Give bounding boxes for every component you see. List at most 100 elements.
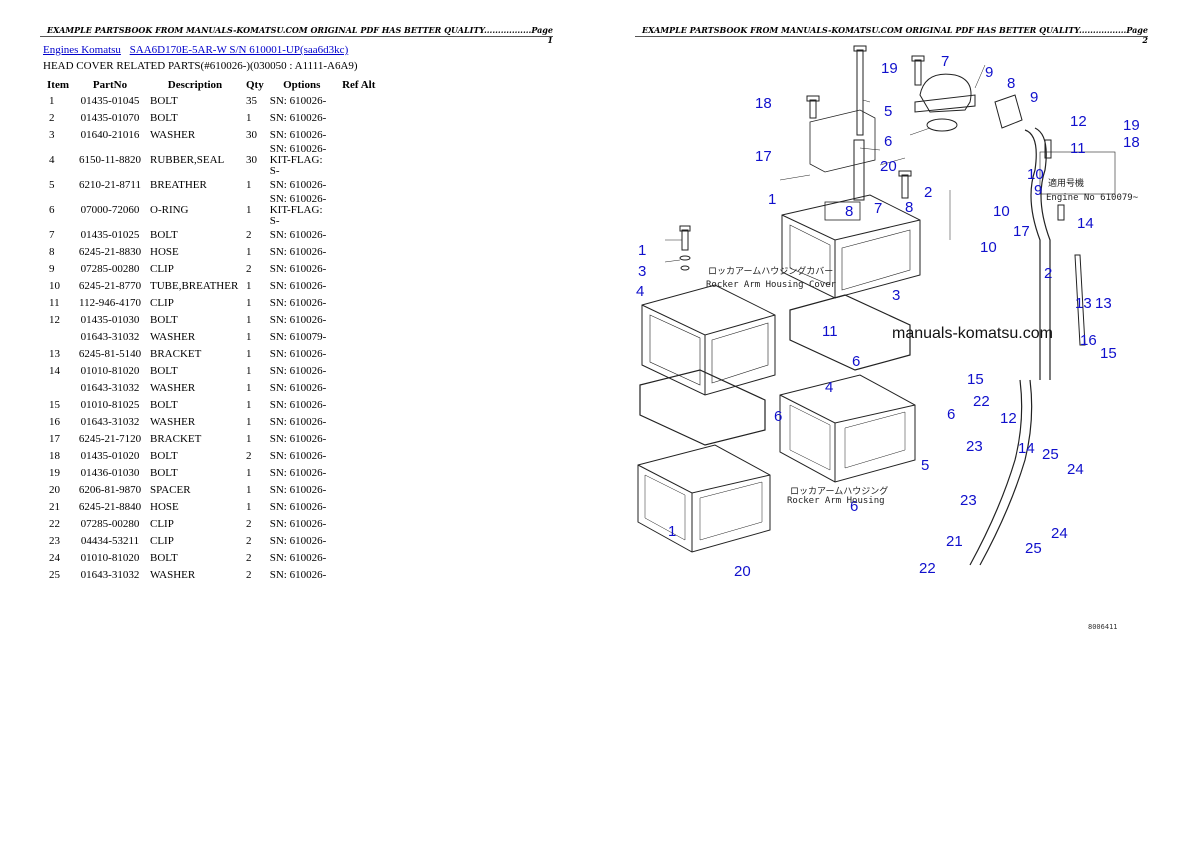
callout: 20: [734, 563, 751, 580]
options-serial: SN: 610026-: [269, 263, 327, 275]
options-cell: SN: 610026-: [267, 127, 337, 144]
callout: 8: [905, 199, 913, 216]
callout: 10: [993, 203, 1010, 220]
page-2-header: EXAMPLE PARTSBOOK FROM MANUALS-KOMATSU.C…: [635, 25, 1148, 45]
column-header-item: Item: [47, 78, 69, 91]
options-serial: SN: 610026-: [269, 314, 327, 326]
ref-alt-cell: [337, 110, 381, 127]
ref-alt-cell: [337, 397, 381, 414]
ref-alt-cell: [337, 380, 381, 397]
partno-cell: 6245-81-5140: [78, 348, 142, 360]
item-cell: 3: [49, 129, 55, 141]
partno-cell: 04434-53211: [80, 535, 140, 547]
rocker-arm-housing-right: [779, 374, 916, 483]
options-cell: SN: 610026-: [267, 177, 337, 194]
rocker-housing-label-jp: ロッカアームハウジング: [790, 485, 888, 497]
ref-alt-cell: [337, 329, 381, 346]
item-cell: 25: [49, 569, 60, 581]
options-serial: SN: 610026-: [269, 467, 327, 479]
item-cell: 14: [49, 365, 60, 377]
callout: 2: [1044, 265, 1052, 282]
breadcrumb-link-engines[interactable]: Engines Komatsu: [43, 44, 121, 56]
options-cell: SN: 610026-: [267, 93, 337, 110]
watermark: manuals-komatsu.com: [892, 325, 1053, 342]
rocker-arm-housing-cover-upper: [781, 194, 921, 299]
partno-cell: 01010-81020: [80, 552, 140, 564]
ref-alt-cell: [337, 499, 381, 516]
qty-cell: 1: [246, 179, 252, 191]
ref-alt-cell: [337, 550, 381, 567]
options-cell: SN: 610026-: [267, 227, 337, 244]
ref-alt-cell: [337, 414, 381, 431]
hose-21: [969, 379, 1033, 566]
options-cell: SN: 610026-: [267, 414, 337, 431]
qty-cell: 35: [246, 95, 257, 107]
partno-cell: 01643-31032: [80, 331, 140, 343]
qty-cell: 2: [246, 518, 252, 530]
ref-alt-cell: [337, 431, 381, 448]
callout: 18: [755, 95, 772, 112]
item-cell: 23: [49, 535, 60, 547]
item-cell: 13: [49, 348, 60, 360]
qty-cell: 1: [246, 297, 252, 309]
options-cell: SN: 610026-: [267, 110, 337, 127]
o-ring-6: [926, 118, 958, 132]
ref-alt-cell: [337, 567, 381, 584]
options-cell: SN: 610026-: [267, 516, 337, 533]
partno-cell: 01435-01020: [80, 450, 140, 462]
callout: 4: [636, 283, 644, 300]
item-cell: 24: [49, 552, 60, 564]
partno-cell: 01640-21016: [80, 129, 140, 141]
qty-cell: 1: [246, 399, 252, 411]
options-serial: SN: 610026-: [269, 143, 327, 155]
item-cell: 20: [49, 484, 60, 496]
description-cell: BOLT: [150, 450, 178, 462]
page-title: HEAD COVER RELATED PARTS(#610026-)(03005…: [43, 60, 358, 72]
ref-alt-cell: [337, 516, 381, 533]
callout: 24: [1067, 461, 1084, 478]
description-cell: BOLT: [150, 112, 178, 124]
bolt-18: [806, 95, 820, 119]
qty-cell: 1: [246, 314, 252, 326]
callout: 14: [1018, 440, 1035, 457]
partno-cell: 6245-21-7120: [78, 433, 142, 445]
partno-cell: 6150-11-8820: [79, 154, 141, 166]
callout: 10: [980, 239, 997, 256]
bolt-14: [1057, 204, 1065, 221]
ref-alt-cell: [337, 127, 381, 144]
rocker-arm-housing-cover-lower: [641, 284, 776, 396]
options-cell: SN: 610026-: [267, 482, 337, 499]
breather-5: [914, 73, 976, 113]
parts-diagram: 19 7 9 8 9 18 5 12 19 18 6 11 17 20 10 1…: [636, 45, 1140, 631]
options-cell: SN: 610026-: [267, 533, 337, 550]
qty-cell: 1: [246, 433, 252, 445]
partno-cell: 01436-01030: [80, 467, 140, 479]
options-cell: SN: 610079-: [267, 329, 337, 346]
qty-cell: 2: [246, 552, 252, 564]
description-cell: HOSE: [150, 246, 179, 258]
options-serial: SN: 610026-: [269, 535, 327, 547]
description-cell: RUBBER,SEAL: [150, 154, 225, 166]
options-serial: SN: 610026-: [269, 179, 327, 191]
breadcrumb-link-model[interactable]: SAA6D170E-5AR-W S/N 610001-UP(saa6d3kc): [129, 44, 349, 56]
qty-cell: 1: [246, 467, 252, 479]
qty-cell: 2: [246, 535, 252, 547]
rocker-cover-label-jp: ロッカアームハウジングカバー: [708, 265, 833, 277]
column-header-description: Description: [167, 78, 223, 91]
options-cell: SN: 610026-: [267, 465, 337, 482]
description-cell: CLIP: [150, 535, 174, 547]
options-serial: SN: 610026-: [269, 297, 327, 309]
options-serial: SN: 610026-: [269, 229, 327, 241]
partno-cell: 01435-01030: [80, 314, 140, 326]
partno-cell: 01643-31032: [80, 569, 140, 581]
hose-8: [994, 94, 1023, 129]
options-serial: SN: 610026-: [269, 348, 327, 360]
